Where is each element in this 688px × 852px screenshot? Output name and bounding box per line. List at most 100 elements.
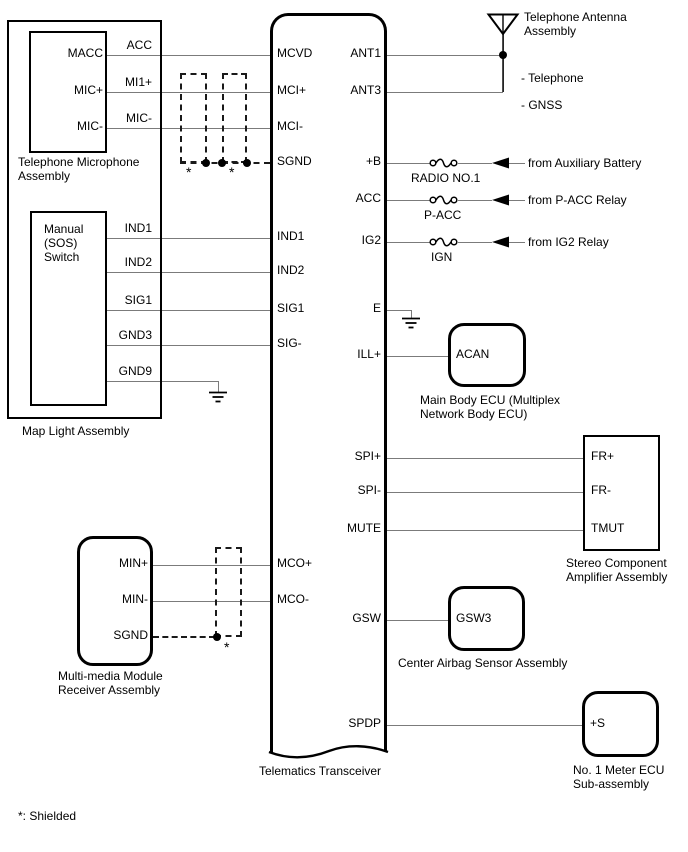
wire-ant3 bbox=[387, 92, 503, 93]
wire-ig2-tail bbox=[509, 242, 525, 243]
antenna-service-gnss: - GNSS bbox=[521, 98, 563, 112]
junction-dot bbox=[218, 159, 226, 167]
wire-macc-mcvd bbox=[107, 55, 270, 56]
junction-dot bbox=[213, 633, 221, 641]
sos-switch-box bbox=[30, 211, 107, 406]
pin-ig2: IG2 bbox=[361, 233, 381, 247]
wire-ind2 bbox=[107, 272, 270, 273]
wire-gnd9-drop bbox=[218, 381, 219, 392]
pin-min-minus: MIN- bbox=[122, 592, 148, 606]
antenna-label: Telephone Antenna Assembly bbox=[524, 10, 627, 38]
ground-icon bbox=[402, 317, 420, 329]
wire-label-ind2: IND2 bbox=[124, 255, 152, 269]
fuse-label-radio-no1: RADIO NO.1 bbox=[411, 171, 481, 185]
pin-mco-plus: MCO+ bbox=[277, 556, 313, 570]
wire-label-mi1-plus: MI1+ bbox=[124, 75, 152, 89]
wire-gnd9 bbox=[107, 381, 218, 382]
wire-acc-b bbox=[458, 200, 492, 201]
wire-micplus-mciplus bbox=[107, 92, 270, 93]
wire-acc-a bbox=[387, 200, 430, 201]
wire-illplus-acan bbox=[387, 356, 448, 357]
wire-label-ind1: IND1 bbox=[124, 221, 152, 235]
pin-sig-minus: SIG- bbox=[277, 336, 302, 350]
fuse-icon bbox=[429, 237, 458, 247]
source-label-p-acc-relay: from P-ACC Relay bbox=[528, 193, 627, 207]
pin-plus-b: +B bbox=[365, 154, 381, 168]
pin-mcvd: MCVD bbox=[277, 46, 313, 60]
pin-ind1: IND1 bbox=[277, 229, 305, 243]
junction-dot bbox=[243, 159, 251, 167]
pin-sig1: SIG1 bbox=[277, 301, 305, 315]
wire-minminus-mcominus bbox=[153, 601, 270, 602]
map-light-label: Map Light Assembly bbox=[22, 424, 130, 438]
wire-sig1 bbox=[107, 310, 270, 311]
wire-label-gnd3: GND3 bbox=[118, 328, 152, 342]
pin-sgnd: SGND bbox=[277, 154, 312, 168]
main-body-ecu-box bbox=[448, 323, 526, 387]
wire-plusb-a bbox=[387, 163, 430, 164]
fuse-label-p-acc: P-ACC bbox=[424, 208, 462, 222]
pin-spi-plus: SPI+ bbox=[354, 449, 381, 463]
junction-dot bbox=[202, 159, 210, 167]
antenna-service-telephone: - Telephone bbox=[521, 71, 584, 85]
pin-gsw3: GSW3 bbox=[456, 611, 492, 625]
map-light-assembly-box bbox=[7, 20, 162, 419]
wire-spiplus-frplus bbox=[387, 458, 583, 459]
stereo-amplifier-box bbox=[583, 435, 660, 551]
wire-gnd3-sigminus bbox=[107, 345, 270, 346]
pin-ant1: ANT1 bbox=[350, 46, 381, 60]
pin-fr-plus: FR+ bbox=[591, 449, 615, 463]
antenna-icon bbox=[486, 13, 520, 92]
wire-ig2-a bbox=[387, 242, 430, 243]
pin-acan: ACAN bbox=[456, 347, 490, 361]
pin-mic-minus: MIC- bbox=[77, 119, 103, 133]
pin-mco-minus: MCO- bbox=[277, 592, 309, 606]
wire-ind1 bbox=[107, 238, 270, 239]
wire-label-gnd9: GND9 bbox=[118, 364, 152, 378]
arrow-left-icon bbox=[492, 236, 509, 248]
wire-label-mic-minus: MIC- bbox=[126, 111, 152, 125]
wire-e-drop bbox=[411, 310, 412, 318]
pin-plus-s: +S bbox=[590, 716, 606, 730]
airbag-sensor-box bbox=[448, 586, 525, 651]
wire-spiminus-frminus bbox=[387, 492, 583, 493]
pin-sgnd-receiver: SGND bbox=[113, 628, 148, 642]
wire-ig2-b bbox=[458, 242, 492, 243]
wire-mute-tmut bbox=[387, 530, 583, 531]
wire-acc-tail bbox=[509, 200, 525, 201]
wire-plusb-tail bbox=[509, 163, 525, 164]
wire-label-sig1: SIG1 bbox=[124, 293, 152, 307]
shield-asterisk: * bbox=[224, 639, 230, 655]
wire-minplus-mcoplus bbox=[153, 565, 270, 566]
transceiver-label: Telematics Transceiver bbox=[259, 764, 382, 778]
wire-spdp-pluss bbox=[387, 725, 582, 726]
wire-ant1 bbox=[387, 55, 503, 56]
main-body-ecu-label: Main Body ECU (Multiplex Network Body EC… bbox=[420, 393, 561, 421]
pin-tmut: TMUT bbox=[591, 521, 625, 535]
meter-ecu-label: No. 1 Meter ECU Sub-assembly bbox=[573, 763, 665, 791]
source-label-ig2-relay: from IG2 Relay bbox=[528, 235, 609, 249]
meter-ecu-box bbox=[582, 691, 659, 757]
wire-label-acc: ACC bbox=[126, 38, 152, 52]
wire-sgnd-shield bbox=[153, 636, 215, 638]
pin-mic-plus: MIC+ bbox=[73, 83, 103, 97]
pin-mci-minus: MCI- bbox=[277, 119, 303, 133]
shield-box-2 bbox=[222, 73, 247, 163]
pin-acc: ACC bbox=[355, 191, 381, 205]
arrow-left-icon bbox=[492, 194, 509, 206]
microphone-label: Telephone Microphone Assembly bbox=[18, 155, 140, 183]
fuse-icon bbox=[429, 158, 458, 168]
airbag-sensor-label: Center Airbag Sensor Assembly bbox=[398, 656, 568, 670]
pin-spdp: SPDP bbox=[348, 716, 381, 730]
shield-box-1 bbox=[180, 73, 207, 163]
sos-switch-label: Manual (SOS) Switch bbox=[44, 222, 84, 264]
multimedia-receiver-box bbox=[77, 536, 153, 666]
shield-asterisk: * bbox=[186, 164, 192, 180]
arrow-left-icon bbox=[492, 157, 509, 169]
amplifier-label: Stereo Component Amplifier Assembly bbox=[566, 556, 668, 584]
telematics-transceiver-box bbox=[270, 13, 387, 752]
pin-mute: MUTE bbox=[347, 521, 381, 535]
wire-micminus-mciminus bbox=[107, 128, 270, 129]
shield-box-3 bbox=[215, 547, 242, 637]
